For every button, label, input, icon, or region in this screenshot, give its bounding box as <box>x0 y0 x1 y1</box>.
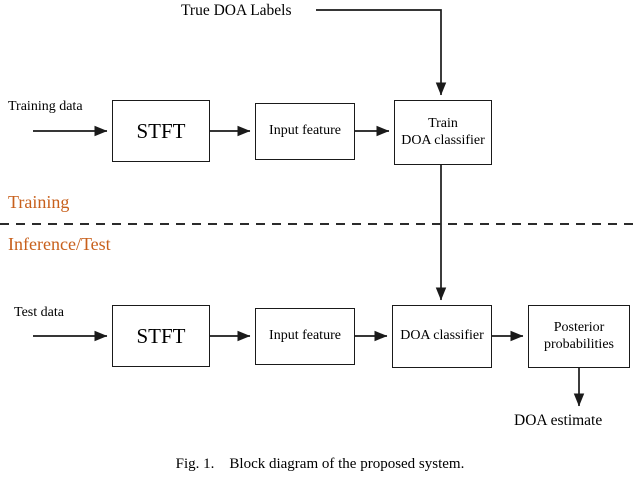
block-input-feature-training-label: Input feature <box>269 123 341 139</box>
block-doa-classifier-label: DOA classifier <box>400 328 484 344</box>
block-stft-training: STFT <box>112 100 210 162</box>
block-input-feature-test-label: Input feature <box>269 328 341 344</box>
arrow-true-labels-to-train <box>316 9 447 96</box>
block-input-feature-test: Input feature <box>255 308 355 365</box>
true-doa-labels-label: True DOA Labels <box>181 2 292 19</box>
training-data-label: Training data <box>8 99 83 114</box>
test-data-label: Test data <box>14 305 64 320</box>
block-posterior-probabilities: Posterior probabilities <box>528 305 630 368</box>
block-input-feature-training: Input feature <box>255 103 355 160</box>
block-train-doa-classifier-label: Train DOA classifier <box>401 115 485 148</box>
section-label-inference: Inference/Test <box>8 234 111 254</box>
block-doa-classifier: DOA classifier <box>392 305 492 368</box>
block-stft-training-label: STFT <box>136 118 186 143</box>
block-posterior-probabilities-label: Posterior probabilities <box>544 319 614 352</box>
block-stft-test: STFT <box>112 305 210 367</box>
doa-estimate-label: DOA estimate <box>514 412 603 429</box>
section-label-training: Training <box>8 192 70 212</box>
figure-caption: Fig. 1. Block diagram of the proposed sy… <box>175 456 465 472</box>
block-train-doa-classifier: Train DOA classifier <box>394 100 492 165</box>
block-stft-test-label: STFT <box>136 323 186 348</box>
